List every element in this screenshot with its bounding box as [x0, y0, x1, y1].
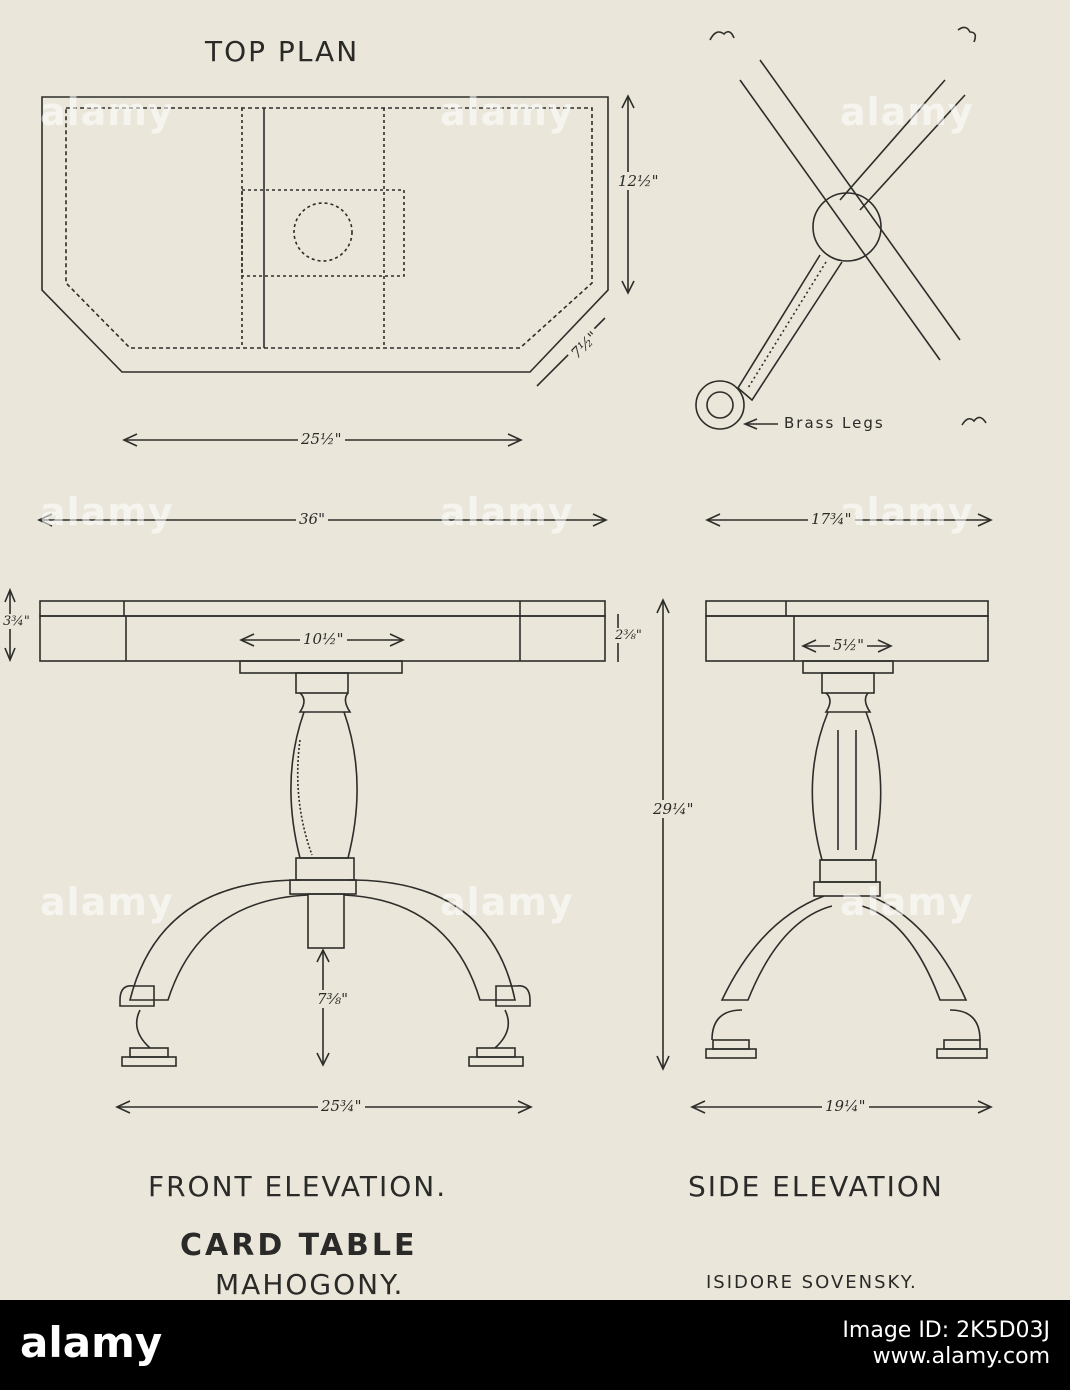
front-dimension-lines [4, 587, 670, 1114]
plan-dimension-lines [37, 94, 993, 527]
side-elevation [705, 600, 989, 1059]
dim-front-block: 10½" [300, 630, 347, 648]
stock-footer-bar: alamy Image ID: 2K5D03J www.alamy.com [0, 1300, 1070, 1390]
drawing-title: CARD TABLE [180, 1228, 418, 1263]
image-id-label: Image ID: 2K5D03J [842, 1318, 1050, 1343]
drawing-sheet: alamy alamy alamy alamy alamy alamy alam… [0, 0, 1070, 1301]
dim-front-spread: 25¾" [318, 1097, 365, 1115]
dim-apron-left: 3¾" [0, 614, 33, 629]
top-plan-outline [41, 96, 609, 373]
brass-legs-label: Brass Legs [784, 414, 885, 432]
side-dimension-lines [690, 639, 993, 1114]
top-plan-label: TOP PLAN [205, 35, 360, 68]
dim-plan-depth: 12½" [615, 172, 662, 190]
dim-overall-width: 36" [296, 510, 328, 528]
front-elevation-label: FRONT ELEVATION. [148, 1170, 448, 1203]
dim-leg-height: 7⅜" [314, 990, 351, 1008]
dim-side-block: 5½" [830, 636, 867, 654]
dim-side-spread: 19¼" [822, 1097, 869, 1115]
image-id-info: Image ID: 2K5D03J www.alamy.com [842, 1318, 1050, 1370]
front-elevation [39, 600, 606, 1067]
dim-side-width: 17¾" [808, 510, 855, 528]
leg-plan [695, 26, 987, 430]
dim-height: 29¼" [650, 800, 697, 818]
dim-apron-right: 2⅜" [612, 628, 645, 643]
artist-signature: ISIDORE SOVENSKY. [706, 1272, 918, 1293]
material-label: MAHOGONY. [215, 1268, 405, 1301]
technical-drawing [4, 26, 993, 1114]
site-url: www.alamy.com [872, 1344, 1050, 1369]
dim-plan-width: 25½" [298, 430, 345, 448]
side-elevation-label: SIDE ELEVATION [688, 1170, 944, 1203]
alamy-logo: alamy [20, 1318, 163, 1367]
